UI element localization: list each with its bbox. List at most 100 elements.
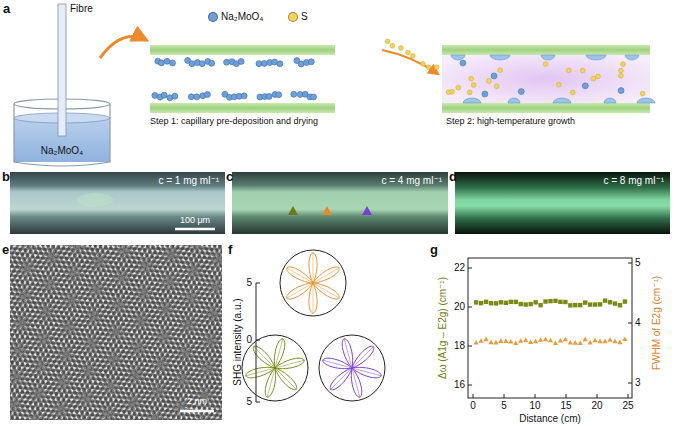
atom-dot xyxy=(22,354,26,358)
atom-dot xyxy=(55,406,59,410)
atom-dot xyxy=(26,336,30,340)
atom-dot xyxy=(29,346,33,350)
atom-dot xyxy=(48,414,52,418)
atom-dot xyxy=(22,395,26,399)
atom-dot xyxy=(46,395,50,399)
atom-dot xyxy=(41,394,45,398)
atom-dot xyxy=(38,384,42,388)
atom-dot xyxy=(43,385,47,389)
atom-dot xyxy=(44,418,48,420)
atom-dot xyxy=(49,350,53,354)
atom-dot xyxy=(22,299,26,303)
precursor-dot xyxy=(161,92,167,98)
atom-dot xyxy=(24,400,28,404)
atom-dot xyxy=(10,365,11,369)
atom-dot xyxy=(63,417,67,420)
atom-dot xyxy=(50,254,53,257)
atom-dot xyxy=(159,389,162,392)
atom-dot xyxy=(41,325,45,329)
stem-image xyxy=(10,245,222,420)
atom-dot xyxy=(20,252,24,256)
precursor-dot xyxy=(189,61,195,67)
grown-domain xyxy=(625,55,639,60)
atom-dot xyxy=(36,338,40,342)
atom-dot xyxy=(43,358,47,362)
atom-dot xyxy=(55,420,59,421)
atom-dot xyxy=(91,317,94,320)
atom-dot xyxy=(10,319,14,323)
atom-dot xyxy=(15,307,19,311)
atom-dot xyxy=(10,301,12,305)
grown-domain xyxy=(451,55,465,60)
atom-dot xyxy=(20,404,24,408)
atom-dot xyxy=(26,419,30,420)
precursor-dot xyxy=(266,93,272,99)
atom-dot xyxy=(17,366,21,370)
atom-dot xyxy=(34,402,38,406)
atom-dot xyxy=(135,376,138,379)
atom-dot xyxy=(56,369,60,373)
atom-dot xyxy=(10,259,12,263)
grown-domain xyxy=(604,98,616,103)
atom-dot xyxy=(53,360,57,364)
atom-dot xyxy=(29,318,33,322)
atom-dot xyxy=(10,328,12,332)
atom-dot xyxy=(21,321,24,324)
atom-dot xyxy=(65,353,68,356)
atom-dot xyxy=(66,399,70,403)
atom-dot xyxy=(22,340,26,344)
atom-dot xyxy=(12,365,16,369)
precursor-dot xyxy=(209,60,215,66)
atom-dot xyxy=(32,342,36,346)
atom-dot xyxy=(31,282,35,286)
atom-dot xyxy=(34,319,38,323)
atom-dot xyxy=(20,390,24,394)
atom-dot xyxy=(39,403,43,407)
atom-dot xyxy=(21,294,24,297)
atom-dot xyxy=(26,391,30,395)
atom-dot xyxy=(22,326,26,330)
optical-image xyxy=(455,172,670,234)
atom-dot xyxy=(34,361,38,365)
atom-dot xyxy=(34,388,38,392)
optical-image xyxy=(77,193,113,207)
atom-dot xyxy=(12,338,16,342)
atom-dot xyxy=(187,294,190,297)
atom-dot xyxy=(10,337,11,341)
atom-dot xyxy=(10,397,12,401)
atom-dot xyxy=(17,284,21,288)
atom-dot xyxy=(10,388,14,392)
precursor-dot xyxy=(224,59,230,65)
atom-dot xyxy=(10,383,12,387)
atom-dot xyxy=(31,406,35,410)
atom-dot xyxy=(12,324,16,328)
atom-dot xyxy=(12,379,16,383)
atom-dot xyxy=(17,339,21,343)
atom-dot xyxy=(36,352,40,356)
atom-dot xyxy=(46,340,50,344)
atom-dot xyxy=(60,379,64,383)
atom-dot xyxy=(27,355,31,359)
atom-dot xyxy=(63,403,67,407)
atom-dot xyxy=(31,365,35,369)
atom-dot xyxy=(36,324,40,328)
precursor-dot xyxy=(188,94,194,100)
atom-dot xyxy=(76,245,79,248)
atom-dot xyxy=(43,413,47,417)
atom-dot xyxy=(11,403,14,406)
atom-dot xyxy=(20,335,24,339)
atom-dot xyxy=(29,332,33,336)
atom-dot xyxy=(22,271,26,275)
atom-dot xyxy=(58,402,62,406)
atom-dot xyxy=(31,296,35,300)
atom-dot xyxy=(177,403,180,406)
atom-dot xyxy=(29,291,33,295)
atom-dot xyxy=(58,374,62,378)
atom-dot xyxy=(19,330,23,334)
atom-dot xyxy=(43,371,47,375)
atom-dot xyxy=(24,331,28,335)
atom-dot xyxy=(143,263,146,266)
atom-dot xyxy=(14,274,18,278)
atom-dot xyxy=(22,409,26,413)
atom-dot xyxy=(26,350,30,354)
